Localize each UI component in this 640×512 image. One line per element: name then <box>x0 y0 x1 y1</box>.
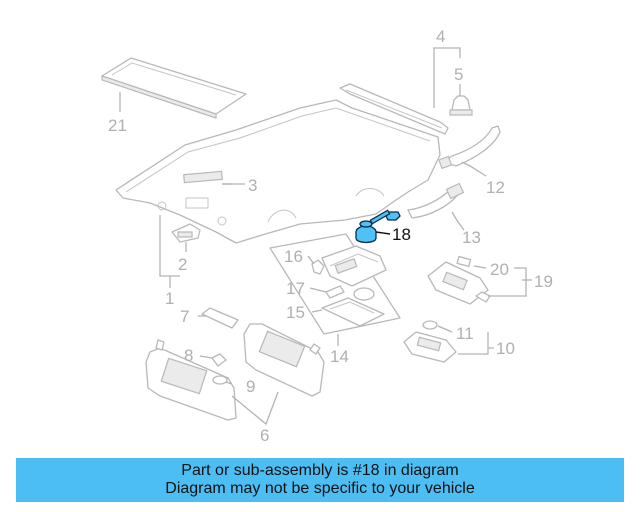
part-4-roof-rail <box>339 83 449 135</box>
leader-lines <box>119 47 532 426</box>
callout-11: 11 <box>456 324 474 343</box>
part-8-visor-bracket <box>211 353 227 367</box>
callout-labels: 21 3 2 1 4 5 12 13 16 17 15 14 7 8 9 6 2… <box>108 27 553 445</box>
callout-21: 21 <box>108 116 127 135</box>
callout-7: 7 <box>180 307 189 326</box>
part-7-visor-clip <box>201 307 239 329</box>
part-18-highlighted <box>355 209 401 244</box>
callout-14: 14 <box>330 347 349 366</box>
callout-17: 17 <box>286 279 305 298</box>
callout-5: 5 <box>454 65 463 84</box>
callout-6: 6 <box>260 426 269 445</box>
callout-10: 10 <box>496 339 515 358</box>
part-6-right-visor <box>243 323 325 397</box>
part-10-11-reading-lamp <box>403 320 457 363</box>
part-19-20-dome-lamp <box>427 255 491 305</box>
part-12-assist-grip <box>438 125 501 170</box>
part-5-clip <box>449 95 473 116</box>
part-21-insulator-panel <box>101 57 247 119</box>
callout-8: 8 <box>184 346 193 365</box>
callout-16: 16 <box>284 247 303 266</box>
part-14-console-group <box>269 233 401 335</box>
callout-20: 20 <box>490 260 509 279</box>
callout-2: 2 <box>178 255 187 274</box>
callout-13: 13 <box>462 228 481 247</box>
part-13-assist-grip <box>407 182 465 219</box>
banner-line-part: Part or sub-assembly is #18 in diagram <box>181 462 459 479</box>
callout-18: 18 <box>392 225 411 244</box>
part-9-visor-clip <box>212 375 228 385</box>
part-1-headliner <box>115 99 441 244</box>
part-2-lamp <box>171 223 201 243</box>
callout-15: 15 <box>286 303 305 322</box>
part-info-banner: Part or sub-assembly is #18 in diagram D… <box>16 458 624 502</box>
callout-1: 1 <box>165 289 174 308</box>
callout-12: 12 <box>486 178 505 197</box>
callout-3: 3 <box>248 176 257 195</box>
callout-4: 4 <box>436 27 445 46</box>
callout-19: 19 <box>534 272 553 291</box>
banner-line-disclaimer: Diagram may not be specific to your vehi… <box>165 480 475 497</box>
leader-18 <box>375 231 391 235</box>
callout-9: 9 <box>246 377 255 396</box>
part-6-left-visor <box>145 339 237 421</box>
